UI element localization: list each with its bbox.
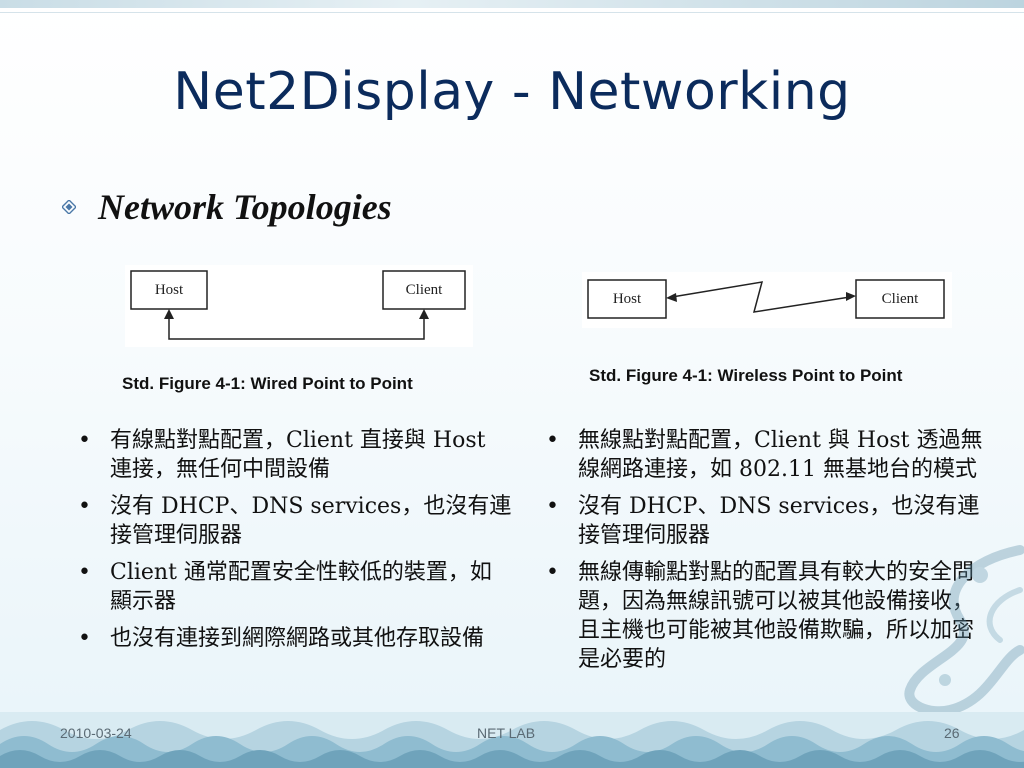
wireless-host-label: Host [613,291,642,307]
wave-footer-decoration [0,712,1024,768]
bullet-dot-icon: • [78,626,91,651]
slide-title: Net2Display - Networking [173,62,851,122]
list-item: •沒有 DHCP、DNS services，也沒有連接管理伺服器 [78,494,512,548]
dragon-decoration-icon [904,545,1024,717]
footer-lab: NET LAB [477,725,536,741]
wireless-caption: Std. Figure 4-1: Wireless Point to Point [589,366,903,385]
list-item: •Client 通常配置安全性較低的裝置，如顯示器 [78,560,492,614]
wireless-client-label: Client [882,291,919,307]
wired-link-line [168,315,425,340]
bullet-dot-icon: • [78,560,91,585]
wireless-arrow-host [666,293,677,302]
list-item: •有線點對點配置，Client 直接與 Host 連接，無任何中間設備 [78,428,486,482]
wired-client-label: Client [406,282,443,298]
wireless-client-box [855,279,945,319]
wired-host-box [130,270,208,310]
list-item: •沒有 DHCP、DNS services，也沒有連接管理伺服器 [546,494,980,548]
diamond-bullet-icon [62,200,76,214]
wired-bullet-list: •有線點對點配置，Client 直接與 Host 連接，無任何中間設備 •沒有 … [72,426,512,661]
wired-arrow-client [419,309,429,319]
footer-date: 2010-03-24 [60,725,132,741]
wired-client-box [382,270,466,310]
list-item: •無線點對點配置，Client 與 Host 透過無線網路連接，如 802.11… [546,428,983,482]
top-divider-line [0,12,1024,13]
wired-diagram: Host Client [125,265,473,347]
bullet-dot-icon: • [546,428,559,453]
wired-arrow-host [164,309,174,319]
wireless-arrow-client [846,292,856,301]
section-heading: Network Topologies [98,187,392,227]
wired-host-label: Host [155,282,184,298]
bullet-dot-icon: • [78,428,91,453]
wireless-host-box [587,279,667,319]
bullet-dot-icon: • [78,494,91,519]
list-item: •也沒有連接到網際網路或其他存取設備 [78,626,485,651]
wireless-bullet-list: •無線點對點配置，Client 與 Host 透過無線網路連接，如 802.11… [540,426,984,682]
top-decoration-bar [0,0,1024,8]
wireless-diagram: Host Client [582,272,952,328]
wired-caption: Std. Figure 4-1: Wired Point to Point [122,374,413,393]
bullet-dot-icon: • [546,560,559,585]
list-item: •無線傳輸點對點的配置具有較大的安全問題，因為無線訊號可以被其他設備接收，且主機… [546,560,975,672]
wireless-zigzag-link [671,281,851,313]
footer-page-number: 26 [944,725,960,741]
bullet-dot-icon: • [546,494,559,519]
heading-row: Network Topologies [62,186,392,228]
